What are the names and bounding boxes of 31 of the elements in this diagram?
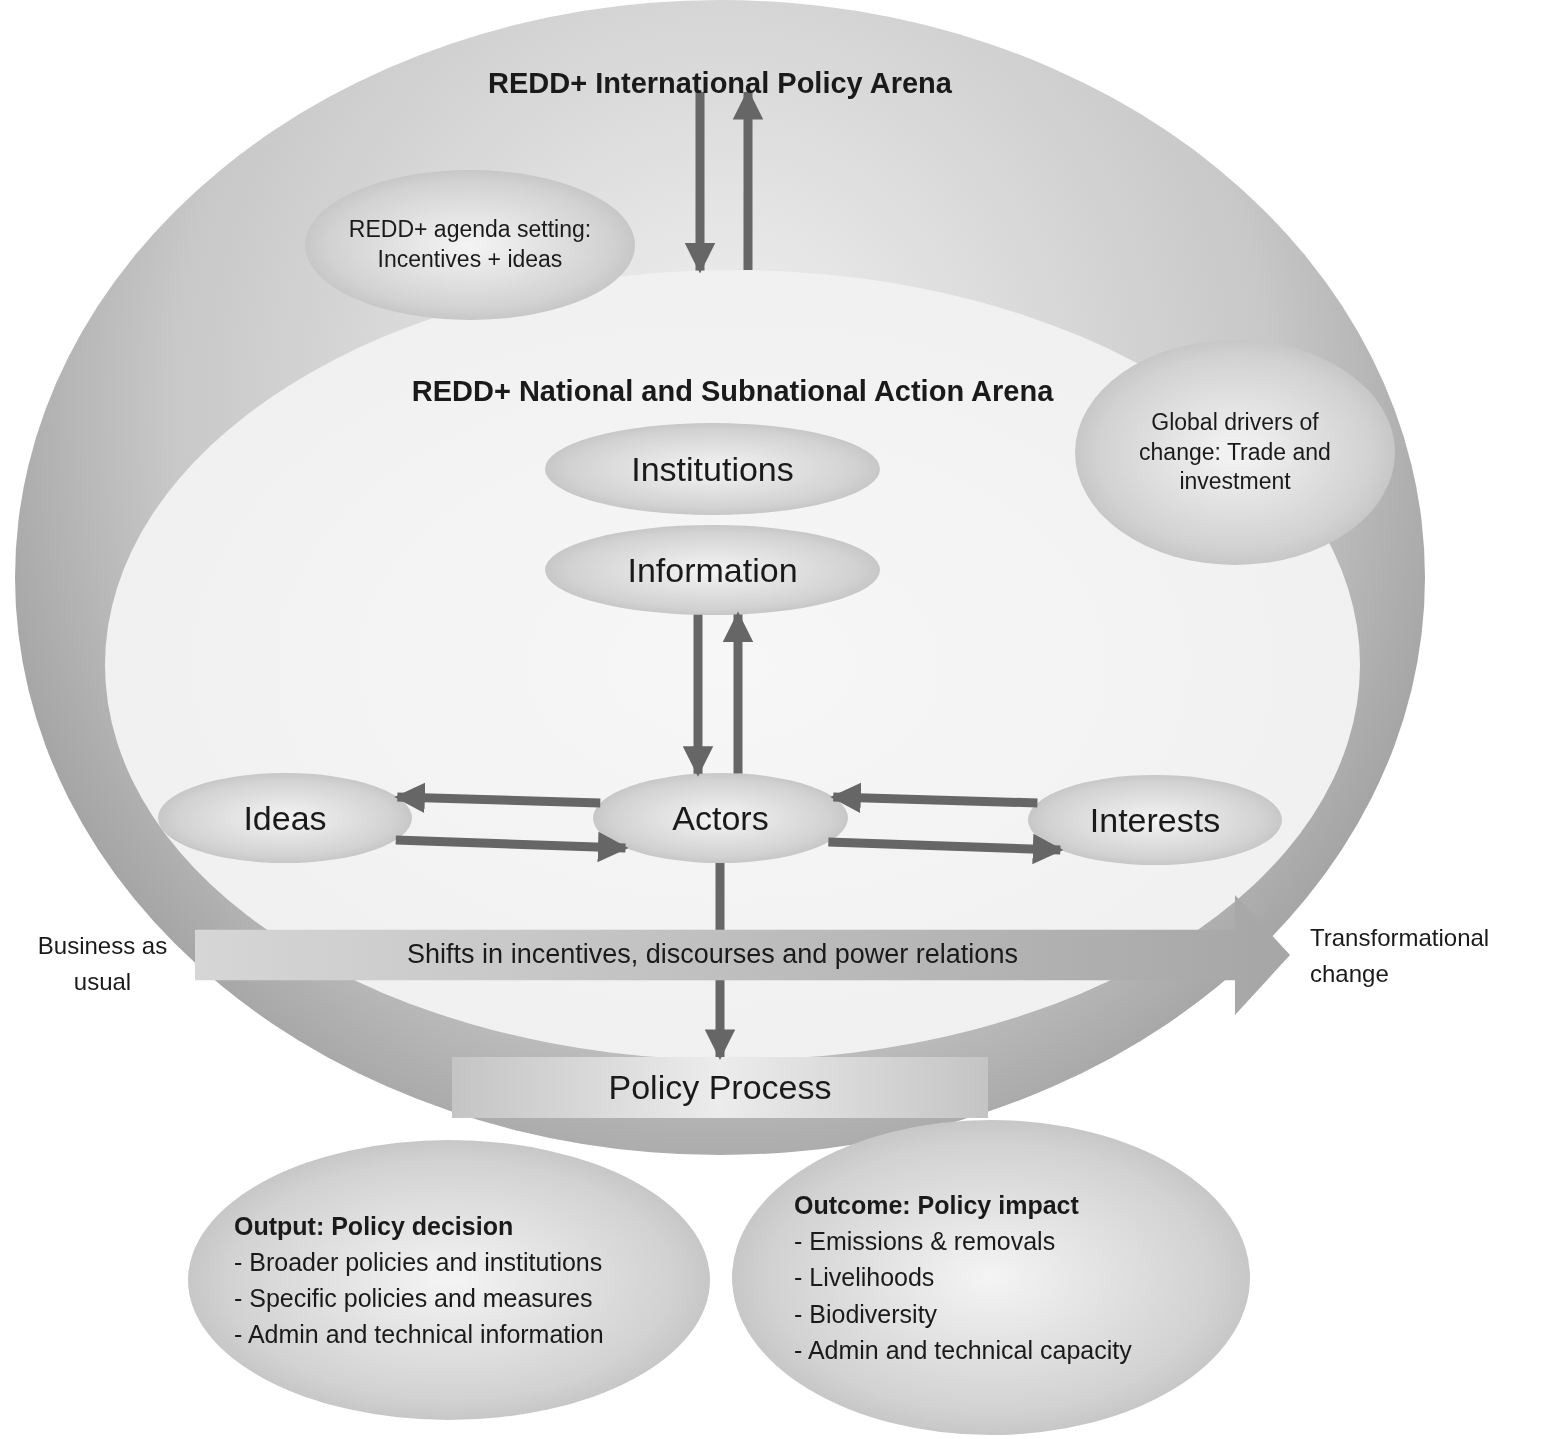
node-text: Information — [627, 549, 798, 591]
node-text: Actors — [672, 797, 769, 839]
list-item: - Admin and technical capacity — [794, 1334, 1132, 1366]
list-item: - Admin and technical information — [234, 1319, 604, 1351]
list-item: - Specific policies and measures — [234, 1283, 593, 1314]
node-text: REDD+ agenda setting: Incentives + ideas — [347, 215, 593, 274]
arrow — [395, 831, 629, 863]
arrow — [684, 92, 716, 274]
arena-title: REDD+ International Policy Arena — [487, 66, 953, 101]
node-text: Institutions — [631, 448, 794, 490]
arrow — [394, 782, 601, 814]
arena-title: REDD+ National and Subnational Action Arena — [410, 374, 1055, 409]
arrow — [830, 782, 1038, 814]
arrow — [732, 89, 764, 271]
arrow — [682, 614, 714, 777]
heading-text: Output: Policy decision — [234, 1210, 514, 1242]
list-item: - Broader policies and institutions — [234, 1246, 603, 1278]
arrow — [722, 611, 754, 774]
heading-text: Outcome: Policy impact — [794, 1189, 1079, 1221]
arrow — [828, 833, 1064, 865]
end-label: Transformational change — [1310, 923, 1491, 989]
list-item: - Biodiversity — [794, 1298, 938, 1330]
list-item: - Livelihoods — [794, 1262, 935, 1294]
node-text: Global drivers of change: Trade and investment — [1138, 407, 1332, 497]
node-text: Policy Process — [608, 1066, 832, 1108]
list-item: - Emissions & removals — [794, 1226, 1056, 1258]
node-text: Shifts in incentives, discourses and power relations — [407, 938, 1018, 972]
node-text: Ideas — [243, 797, 327, 839]
node-text: Interests — [1089, 799, 1221, 841]
arrow — [704, 980, 736, 1061]
end-label: Business as usual — [36, 931, 169, 997]
